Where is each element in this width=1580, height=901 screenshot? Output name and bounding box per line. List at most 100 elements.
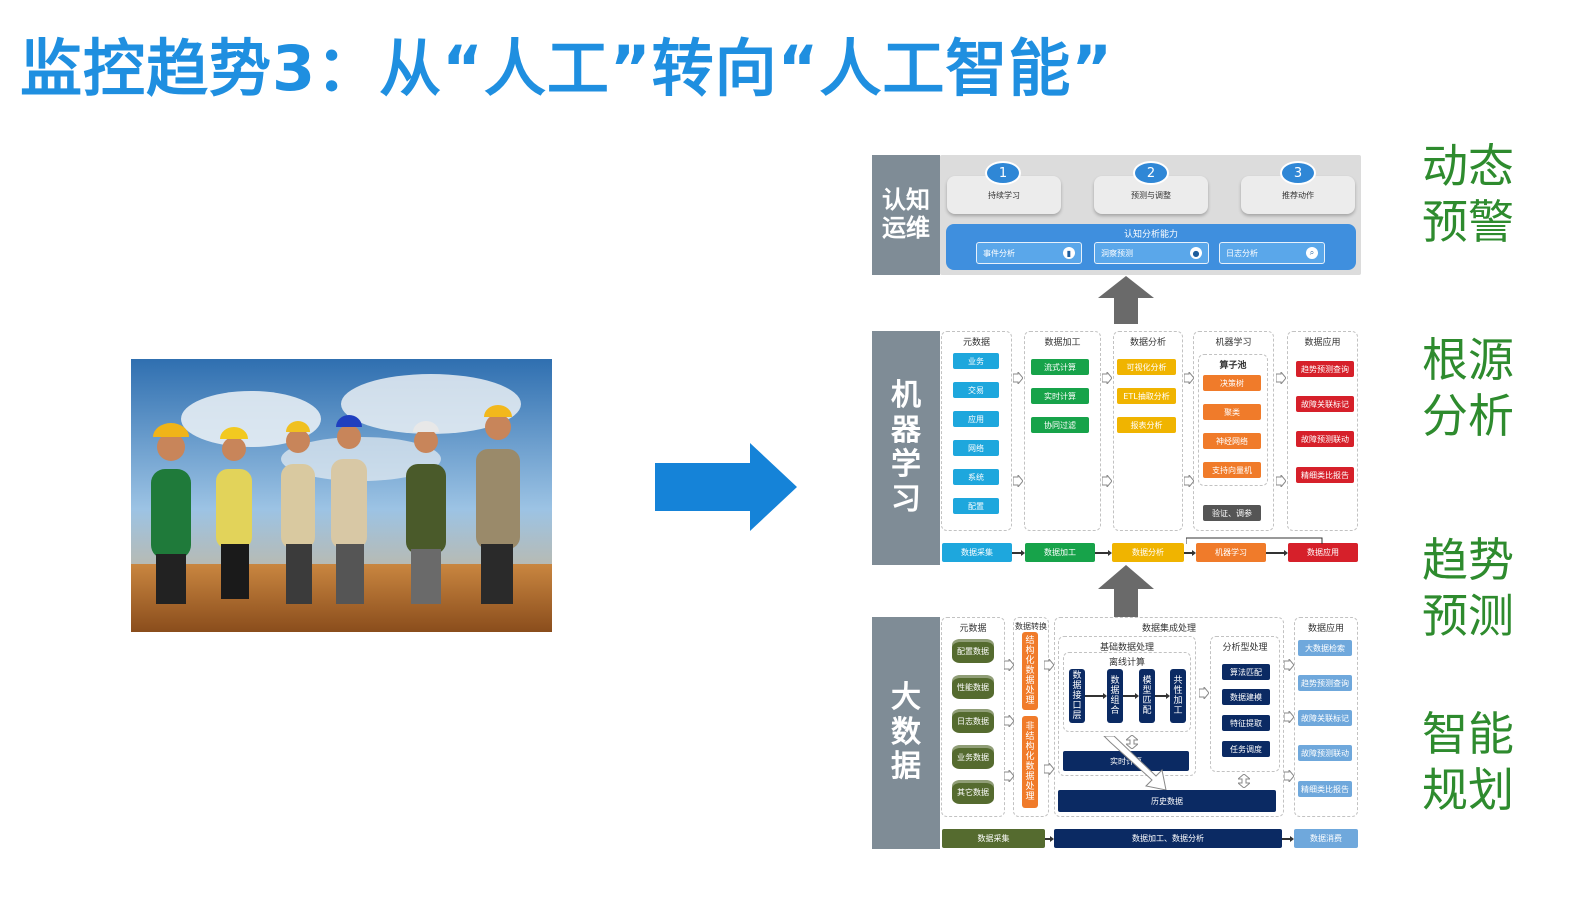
- panel-title: 离线计算: [1108, 658, 1145, 668]
- panel-title: 数据加工: [1044, 338, 1081, 348]
- ml-algorithm-item: 神经网络: [1203, 433, 1261, 449]
- right-label-line: 预测: [1422, 589, 1514, 643]
- cognitive-item-label: 日志分析: [1226, 248, 1258, 258]
- bar-chart-icon: ▮: [1063, 247, 1075, 259]
- bigdata-metadata-item: 其它数据: [952, 780, 994, 804]
- bigdata-metadata-item: 业务数据: [952, 745, 994, 769]
- layer-label-char: 数: [891, 714, 921, 750]
- updown-arrow-icon: [1238, 774, 1250, 788]
- bigdata-application-item: 故障预测联动: [1298, 745, 1352, 761]
- panel-title: 数据集成处理: [1141, 624, 1196, 634]
- right-label-line: 预警: [1422, 195, 1514, 249]
- bigdata-flow-step: 数据采集: [942, 829, 1045, 848]
- layer-label-line: 认知: [882, 186, 930, 215]
- chevron-right-icon: [1102, 475, 1112, 487]
- step-number: 2: [1133, 161, 1169, 185]
- ml-algorithm-item: 聚类: [1203, 404, 1261, 420]
- ml-flow-step: 数据分析: [1112, 543, 1184, 562]
- panel-title: 基础数据处理: [1099, 643, 1154, 653]
- ml-flow-step: 数据加工: [1025, 543, 1095, 562]
- bigdata-application-item: 精细类比报告: [1298, 781, 1352, 797]
- ml-application-item: 趋势预测查询: [1296, 361, 1354, 377]
- offline-item: 数据接口层: [1069, 669, 1085, 723]
- bigdata-application-item: 大数据检索: [1298, 640, 1352, 656]
- analytical-item: 任务调度: [1222, 741, 1270, 757]
- ml-application-item: 故障预测联动: [1296, 431, 1354, 447]
- analytical-item: 特征提取: [1222, 715, 1270, 731]
- cognitive-analysis-title: 认知分析能力: [1123, 230, 1178, 240]
- chevron-right-icon: [1184, 372, 1194, 384]
- arrow-right-icon: [655, 443, 797, 531]
- analytical-item: 算法匹配: [1222, 664, 1270, 680]
- panel-title: 元数据: [959, 624, 987, 634]
- bigdata-metadata-item: 配置数据: [952, 639, 994, 663]
- layer-label-char: 大: [891, 680, 921, 716]
- updown-arrow-icon: [1126, 735, 1138, 749]
- layer-label-ml: 机 器 学 习: [872, 331, 940, 565]
- panel-title: 算子池: [1219, 361, 1247, 371]
- chevron-right-icon: [1013, 475, 1023, 487]
- ml-flow-step: 数据采集: [942, 543, 1012, 562]
- chevron-right-icon: [1199, 687, 1209, 699]
- ml-metadata-item: 业务: [953, 353, 999, 369]
- right-label-smart-planning: 智能 规划: [1422, 706, 1514, 818]
- chevron-right-icon: [1276, 475, 1286, 487]
- ml-metadata-item: 配置: [953, 498, 999, 514]
- right-label-line: 智能: [1422, 707, 1514, 761]
- offline-item: 模型匹配: [1139, 669, 1155, 723]
- flow-connector: [1095, 550, 1112, 556]
- bigdata-flow-step: 数据加工、数据分析: [1054, 829, 1282, 848]
- step-number: 1: [985, 161, 1021, 185]
- ml-processing-item: 实时计算: [1031, 388, 1089, 404]
- chevron-right-icon: [1284, 711, 1294, 723]
- panel-title: 机器学习: [1215, 338, 1252, 348]
- ml-application-item: 精细类比报告: [1296, 467, 1354, 483]
- brain-icon: ●: [1190, 247, 1202, 259]
- layer-label-char: 习: [891, 481, 921, 517]
- bigdata-metadata-item: 性能数据: [952, 675, 994, 699]
- layer-label-char: 机: [891, 378, 921, 413]
- right-label-trend-forecast: 趋势 预测: [1422, 532, 1514, 644]
- layer-label-line: 运维: [882, 214, 930, 242]
- bigdata-flow-step: 数据消费: [1294, 829, 1358, 848]
- bigdata-application-item: 故障关联标记: [1298, 710, 1352, 726]
- flow-connector: [1085, 693, 1107, 699]
- magnifier-icon: ⌕: [1306, 247, 1318, 259]
- arrow-up-icon: [1098, 276, 1154, 324]
- flow-connector: [1012, 550, 1025, 556]
- realtime-compute: 实时计算: [1063, 751, 1189, 771]
- right-label-line: 根源: [1422, 333, 1514, 387]
- panel-title: 元数据: [962, 338, 990, 348]
- flow-connector: [1282, 836, 1294, 842]
- diagonal-arrow-icon: [1103, 736, 1167, 791]
- right-label-line: 趋势: [1422, 533, 1514, 587]
- chevron-right-icon: [1013, 372, 1023, 384]
- step-card: 预测与调整: [1094, 176, 1208, 214]
- panel-title: 数据转换: [1015, 622, 1047, 631]
- ml-metadata-item: 交易: [953, 382, 999, 398]
- right-label-line: 动态: [1422, 139, 1514, 193]
- chevron-right-icon: [1184, 475, 1194, 487]
- ml-metadata-item: 网络: [953, 440, 999, 456]
- chevron-right-icon: [1284, 659, 1294, 671]
- bigdata-convert-item: 结构化数据处理: [1022, 632, 1038, 710]
- flow-connector: [1186, 537, 1323, 544]
- ml-algorithm-item: 决策树: [1203, 375, 1261, 391]
- cognitive-item: 日志分析 ⌕: [1219, 242, 1325, 264]
- right-label-root-cause: 根源 分析: [1422, 332, 1514, 444]
- cognitive-item: 洞察预测 ●: [1094, 242, 1209, 264]
- chevron-right-icon: [1004, 715, 1014, 727]
- layer-label-bigdata: 大 数 据: [872, 617, 940, 849]
- ml-metadata-item: 系统: [953, 469, 999, 485]
- ml-algorithm-item: 支持向量机: [1203, 462, 1261, 478]
- cognitive-item-label: 事件分析: [983, 248, 1015, 258]
- right-label-line: 规划: [1422, 763, 1514, 817]
- ml-analysis-item: 报表分析: [1117, 417, 1176, 433]
- step-number: 3: [1280, 161, 1316, 185]
- ml-validation-item: 验证、调参: [1203, 505, 1261, 521]
- ml-flow-step: 数据应用: [1288, 543, 1358, 562]
- chevron-right-icon: [1004, 770, 1014, 782]
- ml-processing-item: 协同过滤: [1031, 417, 1089, 433]
- cognitive-item: 事件分析 ▮: [976, 242, 1082, 264]
- panel-title: 数据应用: [1304, 338, 1341, 348]
